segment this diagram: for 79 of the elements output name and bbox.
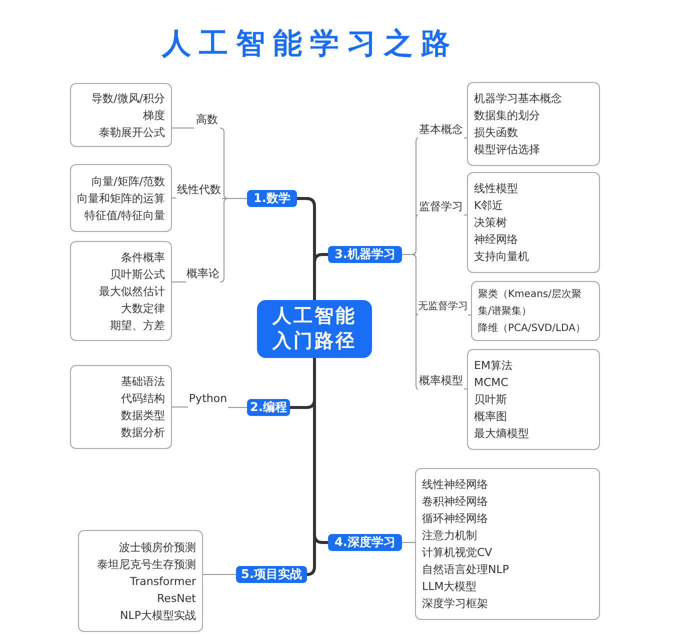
list-item: 向量/矩阵/范数: [90, 174, 165, 190]
list-item: 梯度: [142, 108, 165, 124]
list-item: 线性模型: [474, 181, 519, 197]
list-item: 损失函数: [474, 125, 519, 141]
list-item: 数据类型: [120, 408, 165, 424]
branch-label: 概率模型: [418, 374, 464, 389]
list-item: 数据集的划分: [474, 108, 541, 124]
topic-list-box: [467, 82, 600, 166]
list-item: 卷积神经网络: [422, 494, 489, 510]
branch-topic-box: 1.数学: [247, 190, 297, 207]
list-item: 机器学习基本概念: [474, 91, 563, 107]
list-item: 条件概率: [120, 250, 165, 266]
connector-line: [172, 406, 188, 408]
list-item: 模型评估选择: [474, 142, 541, 158]
connector-line: [464, 388, 468, 390]
connector-line: [468, 314, 472, 316]
branch-label: 无监督学习: [418, 300, 468, 315]
list-item: 最大似然估计: [98, 284, 165, 300]
list-item: 注意力机制: [422, 528, 478, 544]
list-item: 波士顿房价预测: [118, 540, 196, 556]
topic-list-box: [70, 241, 172, 341]
list-item: 深度学习框架: [422, 596, 489, 612]
list-item: LLM大模型: [422, 579, 478, 595]
topic-list-box: [70, 365, 172, 449]
list-item: ResNet: [156, 590, 196, 606]
branch-label: 高数: [194, 113, 220, 128]
list-item: K邻近: [474, 198, 504, 214]
list-item: 基础语法: [120, 374, 165, 390]
topic-list-box: [78, 530, 203, 632]
list-item: 最大熵模型: [474, 426, 530, 442]
list-item: NLP大模型实战: [119, 608, 196, 624]
list-item: 计算机视觉CV: [422, 545, 494, 561]
connector-line: [402, 254, 418, 390]
list-item: 贝叶斯: [474, 392, 508, 408]
branch-label: 监督学习: [418, 200, 464, 215]
list-item: 代码结构: [120, 391, 165, 407]
list-item: EM算法: [474, 358, 514, 374]
list-item: 决策树: [474, 215, 508, 231]
list-item: 期望、方差: [109, 318, 165, 334]
topic-list-box: [467, 172, 600, 273]
topic-list-box: [467, 349, 600, 450]
connector-line: [228, 407, 248, 408]
list-item: 神经网络: [474, 232, 519, 248]
list-item: 特征值/特征向量: [83, 208, 165, 224]
branch-topic-box: 2.编程: [247, 399, 290, 416]
connector-line: [202, 574, 236, 575]
list-item: 降维（PCA/SVD/LDA）: [478, 322, 586, 336]
branch-topic-box: 4.深度学习: [328, 534, 402, 551]
list-item: 泰勒展开公式: [98, 124, 165, 140]
list-item: 聚类（Kmeans/层次聚集/谱聚集）: [478, 288, 582, 318]
list-item: 支持向量机: [474, 249, 530, 265]
branch-label: 线性代数: [176, 183, 222, 198]
list-item: 泰坦尼克号生存预测: [96, 556, 196, 572]
title: 人工智能学习之路: [160, 25, 459, 62]
list-item: 循环神经网络: [422, 511, 489, 527]
branch-topic-box: 3.机器学习: [328, 246, 402, 263]
central-topic-box: 人工智能入门路径: [257, 300, 372, 358]
topic-list-box: [70, 164, 172, 232]
list-item: 贝叶斯公式: [109, 266, 165, 282]
list-item: 概率图: [474, 409, 508, 425]
list-item: 导数/微风/积分: [90, 90, 165, 106]
list-item: Transformer: [128, 574, 196, 590]
list-item: 数据分析: [120, 425, 165, 441]
list-item: 自然语言处理NLP: [422, 562, 510, 578]
connector-line: [313, 253, 328, 300]
topic-list-box: [70, 83, 172, 147]
connector-line: [402, 542, 416, 543]
topic-list-box: [471, 281, 600, 341]
branch-label: 概率论: [186, 267, 220, 282]
list-item: 线性神经网络: [422, 477, 489, 493]
branch-topic-box: 5.项目实战: [236, 566, 307, 583]
list-item: 大数定律: [120, 300, 165, 316]
list-item: 向量和矩阵的运算: [77, 190, 165, 206]
branch-label: 基本概念: [418, 123, 464, 138]
connector-line: [464, 214, 468, 216]
topic-list-box: [415, 468, 600, 620]
connector-line: [220, 198, 248, 282]
branch-label: Python: [188, 392, 228, 407]
list-item: MCMC: [474, 375, 510, 391]
